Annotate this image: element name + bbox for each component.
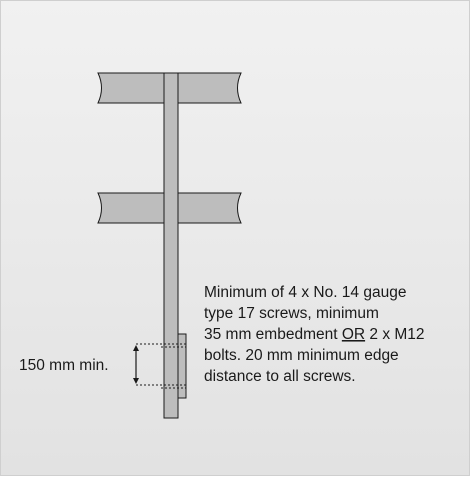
note-line-3-start: 35 mm embedment xyxy=(204,326,342,343)
upper-screw xyxy=(136,343,186,348)
hidden-post-lines-lower xyxy=(163,193,179,223)
dimension-line xyxy=(133,345,139,384)
note-line-2: type 17 screws, minimum xyxy=(204,305,379,322)
dimension-label: 150 mm min. xyxy=(19,357,109,374)
base-bracket xyxy=(177,333,187,399)
note-line-3: 35 mm embedment OR 2 x M12 xyxy=(204,326,425,343)
vertical-post xyxy=(163,72,179,419)
note-line-4: bolts. 20 mm minimum edge xyxy=(204,347,399,364)
note-line-1: Minimum of 4 x No. 14 gauge xyxy=(204,284,406,301)
specification-note: Minimum of 4 x No. 14 gauge type 17 scre… xyxy=(204,284,425,385)
note-or-emphasis: OR xyxy=(342,326,365,343)
hidden-post-lines-upper xyxy=(163,73,179,103)
lower-screw xyxy=(136,384,186,389)
note-line-3-end: 2 x M12 xyxy=(365,326,424,343)
note-line-5: distance to all screws. xyxy=(204,368,356,385)
